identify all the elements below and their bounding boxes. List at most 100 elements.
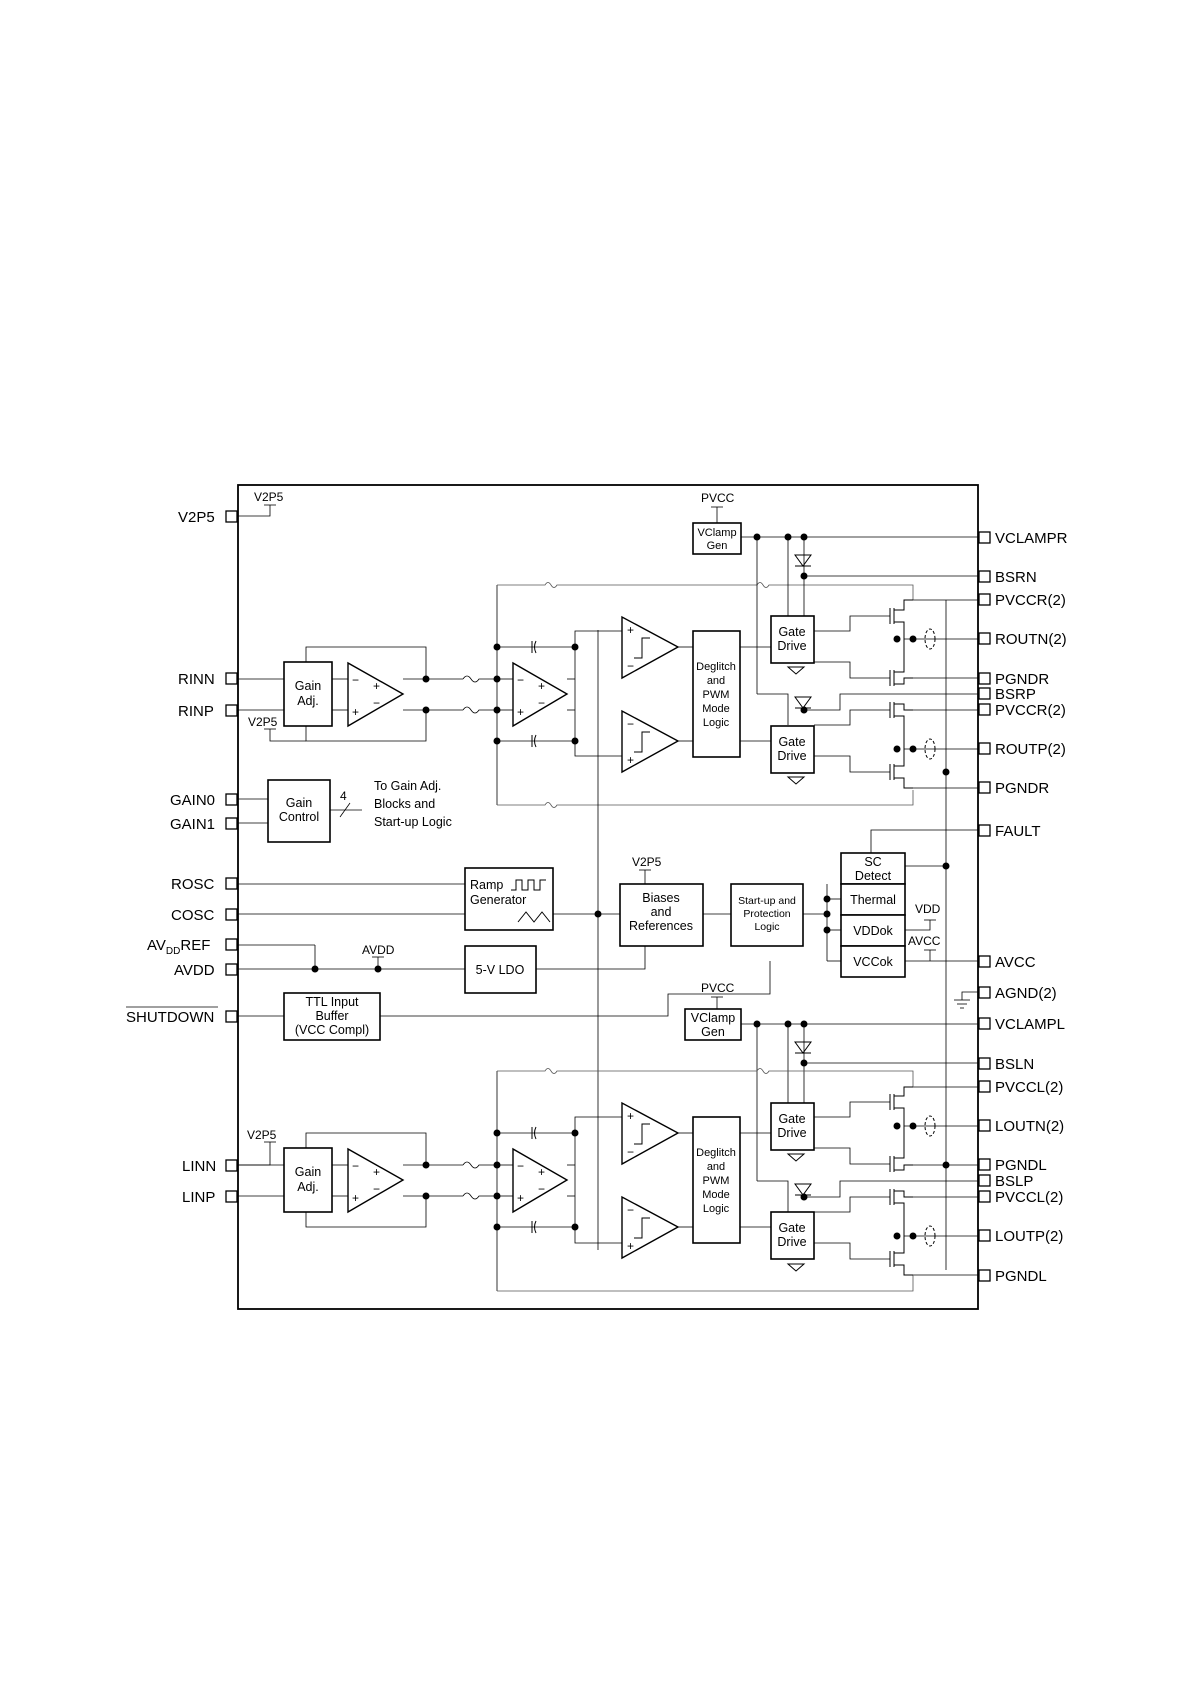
comp-r1 [621, 615, 680, 680]
wire-gd-fet-r2b [814, 755, 890, 773]
gain-adj-l-l2: Adj. [297, 1180, 319, 1194]
label-to-gain-1: To Gain Adj. [374, 779, 441, 793]
wire-fb-l-top [305, 1132, 427, 1165]
amp-r-out-minus: − [373, 696, 380, 710]
pin-label-v2p5: V2P5 [178, 509, 215, 526]
startup-l1: Start-up and [738, 895, 796, 907]
deglitch-l-l4: Mode [702, 1189, 730, 1201]
gate-drive-l1 [770, 1102, 815, 1151]
deglitch-r-l1: Deglitch [696, 661, 736, 673]
int-l-plus: + [517, 1191, 524, 1205]
left-pins: V2P5 RINN RINP GAIN0 GAIN1 ROSC COSC AVD… [126, 509, 238, 1206]
comp-l1 [621, 1101, 680, 1166]
wire-gd-fet-l2b [814, 1242, 890, 1260]
wire-r-fb-top [497, 582, 914, 600]
wire-comp-l1-in [574, 1116, 622, 1133]
gate-drive-r1 [770, 615, 815, 664]
pin-label-rinp: RINP [178, 703, 214, 720]
int-r-out-plus: + [538, 679, 545, 693]
deglitch-r-l2: and [707, 675, 725, 687]
pin-label-avddref-pre: AV [147, 937, 166, 954]
deglitch-r-l5: Logic [703, 717, 730, 729]
sc-detect [840, 852, 906, 885]
pin-label-fault: FAULT [995, 823, 1041, 840]
label-v2p5-top: V2P5 [254, 490, 284, 504]
gain-adj-r [283, 661, 333, 727]
vclamp-top-l1: VClamp [697, 527, 736, 539]
comp-r1-minus: − [627, 659, 634, 673]
fet-pair-r1 [889, 599, 936, 686]
label-to-gain-2: Blocks and [374, 797, 435, 811]
int-l-out-minus: − [538, 1182, 545, 1196]
gate-drive-r2-l2: Drive [777, 749, 806, 763]
thermal [840, 883, 906, 916]
gate-drive-r2-l1: Gate [778, 735, 805, 749]
pin-pgndl-bot [978, 1269, 991, 1282]
fet-pair-r2 [889, 702, 936, 789]
cap-r2 [531, 734, 537, 748]
wire-res-r1 [462, 675, 497, 683]
label-v2p5-rin: V2P5 [248, 715, 278, 729]
pin-label-pgndl-bot: PGNDL [995, 1268, 1047, 1285]
pin-bsrn [978, 570, 991, 583]
pin-shutdown [225, 1010, 238, 1023]
ttl-l2: Buffer [315, 1009, 348, 1023]
ramp-generator [464, 867, 554, 931]
internal-labels: V2P5 V2P5 V2P5 V2P5 PVCC PVCC AVDD VDD A… [247, 490, 941, 1142]
pin-pgndr-top [978, 672, 991, 685]
wire-bslp [804, 1180, 979, 1198]
pin-bsln [978, 1057, 991, 1070]
diode-l2 [794, 1183, 812, 1196]
pin-label-agnd: AGND(2) [995, 985, 1057, 1002]
pin-fault [978, 824, 991, 837]
pin-label-avcc: AVCC [995, 954, 1036, 971]
amp-r-integrator [512, 661, 569, 728]
pin-gain1 [225, 817, 238, 830]
deglitch-l [692, 1116, 741, 1244]
blocks: VClamp Gen Gain Adj. Deglitch and PWM Mo… [267, 522, 906, 1260]
ttl-l3: (VCC Compl) [295, 1023, 369, 1037]
label-bus-width: 4 [340, 789, 347, 803]
gate-drive-r2 [770, 725, 815, 774]
startup-protection [730, 883, 804, 947]
pin-routn [978, 632, 991, 645]
gate-drive-l2-l1: Gate [778, 1221, 805, 1235]
comp-l2-plus: + [627, 1239, 634, 1253]
pin-label-pvccl-top: PVCCL(2) [995, 1079, 1063, 1096]
wire-l-fb-top [497, 1068, 914, 1087]
label-v2p5-lin: V2P5 [247, 1128, 277, 1142]
pin-label-shutdown: SHUTDOWN [126, 1009, 214, 1026]
gnd-tri-l2 [786, 1263, 806, 1272]
comp-r2 [621, 709, 680, 774]
diode-r1 [794, 554, 812, 567]
cap-l1 [531, 1126, 537, 1140]
pin-bsrp [978, 687, 991, 700]
comp-l2-minus: − [627, 1203, 634, 1217]
wire-fault [870, 829, 979, 853]
deglitch-l-l5: Logic [703, 1203, 730, 1215]
wire-l-fb-bot [497, 1275, 914, 1292]
wire-linn-v2p5 [238, 1142, 271, 1166]
ttl-input-buffer [283, 992, 381, 1041]
label-to-gain-3: Start-up Logic [374, 815, 452, 829]
wire-vdd [905, 920, 931, 931]
gate-drive-r1-l1: Gate [778, 625, 805, 639]
comp-r2-minus: − [627, 717, 634, 731]
gain-control [267, 779, 331, 843]
pin-label-pgndr-bot: PGNDR [995, 780, 1049, 797]
gate-drive-l1-l1: Gate [778, 1112, 805, 1126]
amp-l-integrator [512, 1147, 569, 1214]
ramp-triangle-icon [517, 911, 551, 923]
pin-agnd [978, 986, 991, 999]
amp-r-out-plus: + [373, 679, 380, 693]
pin-label-pvccr-bot: PVCCR(2) [995, 702, 1066, 719]
pin-label-avdd: AVDD [174, 962, 215, 979]
comp-r1-plus: + [627, 623, 634, 637]
deglitch-r [692, 630, 741, 758]
bus-slash [339, 802, 351, 818]
pin-label-pgndl-top: PGNDL [995, 1157, 1047, 1174]
int-l-out-plus: + [538, 1165, 545, 1179]
int-r-plus: + [517, 705, 524, 719]
deglitch-r-l3: PWM [703, 689, 730, 701]
wire-ttl-out [380, 961, 771, 1017]
